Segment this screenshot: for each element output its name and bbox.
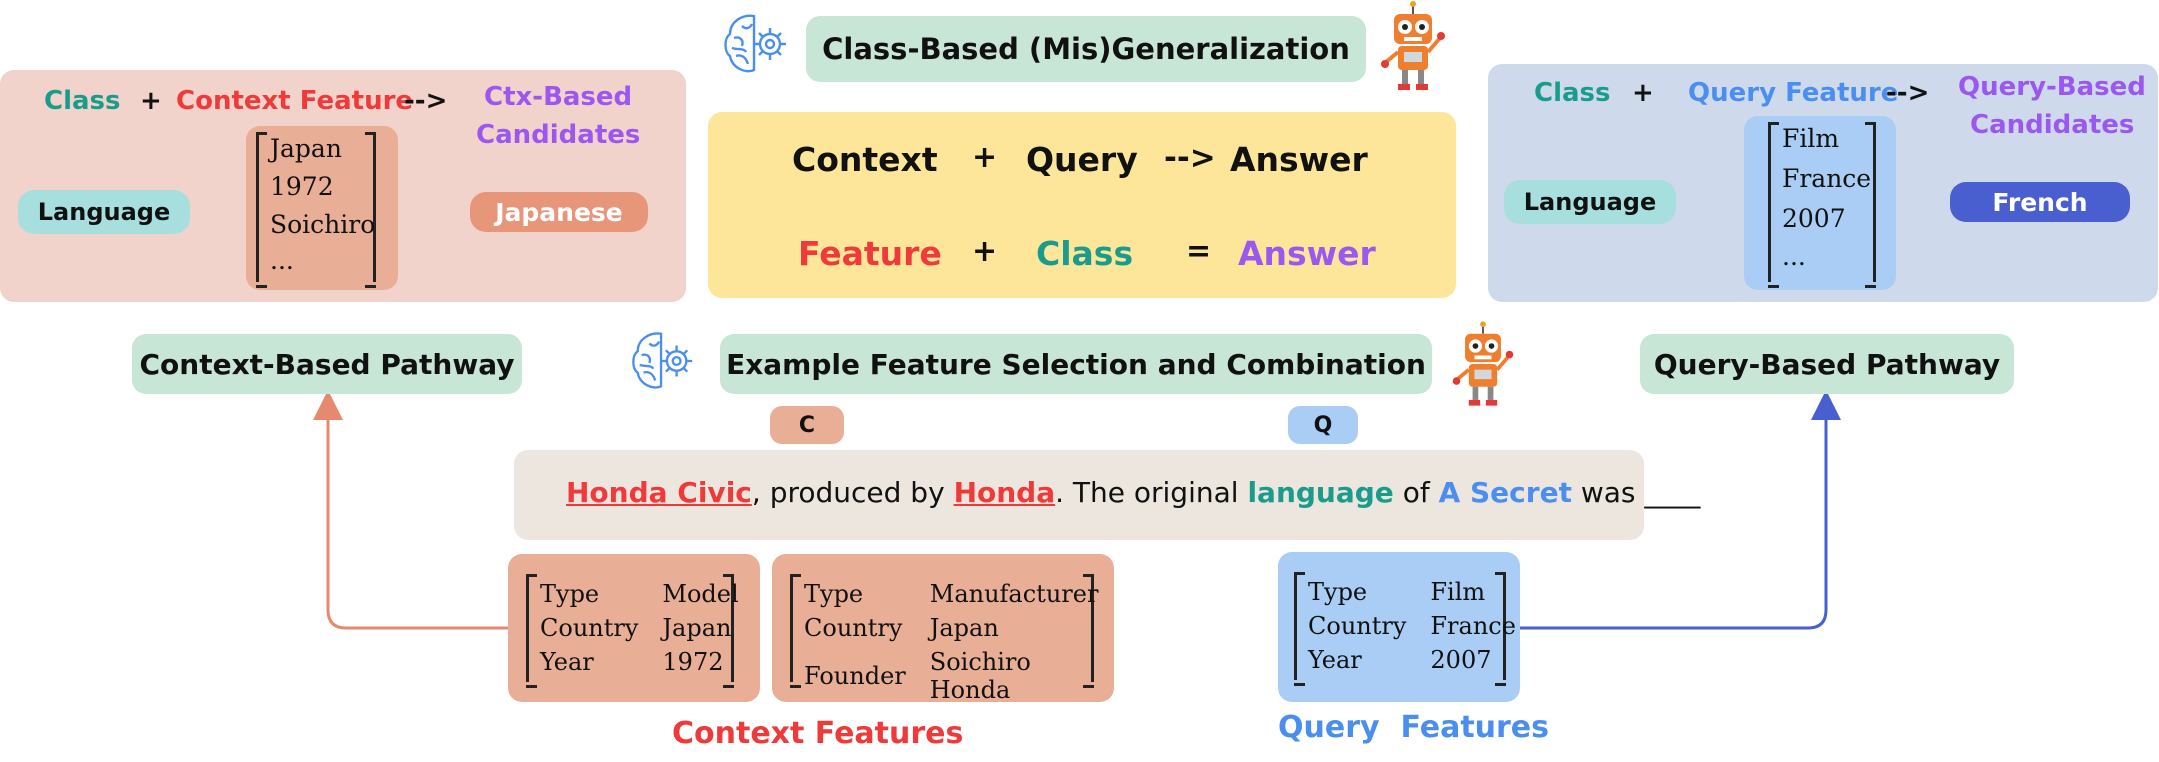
right-matrix-row: 2007 (1782, 204, 1846, 233)
robot-icon (1452, 321, 1514, 406)
left-arrow-text: --> (404, 86, 448, 116)
formula-class: Class (1036, 234, 1134, 273)
left-matrix: Japan 1972 Soichiro ... (256, 132, 376, 288)
query-features-label: Query Features (1278, 710, 1550, 745)
feature-value: Japan (929, 614, 999, 642)
sentence-honda-civic: Honda Civic (566, 476, 752, 509)
feature-value: 1972 (662, 648, 724, 676)
left-plus: + (140, 86, 162, 116)
context-tag-label: C (798, 412, 816, 438)
feature-value: Manufacturer (929, 580, 1099, 608)
film-feature-table: Type Film Country France Year 2007 (1306, 574, 1518, 678)
feature-value: Japan (662, 614, 732, 642)
title-mid-label: Example Feature Selection and Combinatio… (726, 347, 1426, 381)
feature-value: 2007 (1430, 646, 1492, 674)
formula-equals: = (1186, 234, 1212, 269)
formula-plus-1: + (972, 140, 998, 175)
brain-icon (632, 332, 693, 389)
french-answer-label: French (1992, 187, 2088, 217)
title-feature-selection: Example Feature Selection and Combinatio… (720, 334, 1432, 394)
context-tag: C (770, 406, 844, 444)
civic-feature-table: Type Model Country Japan Year 1972 (538, 576, 741, 680)
title-class-based-generalization: Class-Based (Mis)Generalization (806, 16, 1366, 82)
example-sentence: Honda Civic, produced by Honda. The orig… (566, 476, 1700, 509)
formula-context: Context (792, 140, 938, 179)
honda-feature-box (772, 554, 1114, 702)
civic-feature-matrix: Type Model Country Japan Year 1972 (526, 574, 739, 688)
sentence-a-secret: A Secret (1438, 476, 1572, 509)
right-language-pill-label: Language (1523, 188, 1657, 216)
left-context-feature-label: Context Feature (176, 86, 414, 116)
civic-feature-box (508, 554, 760, 702)
right-query-feature-label: Query Feature (1688, 78, 1899, 108)
query-pathway-label: Query-Based Pathway (1653, 347, 2001, 381)
feature-value: Model (662, 580, 739, 608)
query-tag-label: Q (1313, 412, 1333, 438)
left-matrix-row: Japan (270, 134, 342, 163)
left-candidates-line2: Candidates (476, 120, 641, 150)
feature-key: Type (1308, 578, 1368, 606)
example-sentence-box (514, 450, 1644, 540)
left-matrix-row: Soichiro (270, 210, 376, 239)
formula-query: Query (1026, 140, 1138, 179)
left-class-label: Class (44, 86, 121, 116)
left-matrix-box (246, 126, 398, 290)
sentence-part: . The original (1055, 476, 1248, 509)
feature-key: Year (540, 648, 594, 676)
query-based-pathway: Query-Based Pathway (1640, 334, 2014, 394)
feature-key: Country (804, 614, 903, 642)
feature-key: Type (540, 580, 600, 608)
sentence-language: language (1247, 476, 1394, 509)
left-matrix-row: 1972 (270, 172, 334, 201)
right-matrix: Film France 2007 ... (1768, 122, 1876, 288)
right-arrow-text: --> (1886, 78, 1930, 108)
honda-feature-table: Type Manufacturer Country Japan Founder Soi… (802, 576, 1100, 708)
left-language-pill: Language (18, 190, 190, 234)
title-top-label: Class-Based (Mis)Generalization (822, 32, 1350, 66)
sentence-part: of (1393, 476, 1439, 509)
feature-key: Country (1308, 612, 1407, 640)
right-matrix-row: Film (1782, 124, 1840, 153)
film-feature-box (1278, 552, 1520, 702)
formula-feature: Feature (798, 234, 942, 273)
sentence-honda: Honda (953, 476, 1056, 509)
context-pathway-arrow (313, 390, 508, 630)
honda-feature-matrix: Type Manufacturer Country Japan Founder Soi… (790, 574, 1098, 704)
brain-icon (724, 14, 786, 73)
formula-arrow: --> (1164, 140, 1216, 176)
context-based-pathway: Context-Based Pathway (132, 334, 522, 394)
query-pathway-arrow (1520, 390, 1841, 630)
sentence-part: , produced by (751, 476, 954, 509)
right-class-label: Class (1534, 78, 1611, 108)
feature-value: Film (1430, 578, 1486, 606)
right-matrix-row: ... (1782, 242, 1806, 271)
feature-key: Type (804, 580, 864, 608)
sentence-part: was ____ (1571, 476, 1701, 509)
left-matrix-row: ... (270, 246, 294, 275)
right-language-pill: Language (1504, 180, 1676, 224)
feature-key: Founder (804, 662, 906, 690)
french-answer-pill: French (1950, 182, 2130, 222)
query-tag: Q (1288, 406, 1358, 444)
right-candidates-line1: Query-Based (1958, 72, 2146, 102)
right-candidates-line2: Candidates (1970, 110, 2135, 140)
left-candidates-line1: Ctx-Based (484, 82, 633, 112)
right-plus: + (1632, 78, 1654, 108)
feature-key: Country (540, 614, 639, 642)
formula-answer-top: Answer (1230, 140, 1368, 179)
right-matrix-row: France (1782, 164, 1872, 193)
japanese-answer-label: Japanese (495, 197, 623, 227)
formula-plus-2: + (972, 234, 998, 269)
feature-value: France (1430, 612, 1516, 640)
film-feature-matrix: Type Film Country France Year 2007 (1294, 572, 1516, 686)
feature-key: Year (1308, 646, 1362, 674)
formula-answer-bottom: Answer (1238, 234, 1376, 273)
japanese-answer-pill: Japanese (470, 192, 648, 232)
robot-icon (1381, 1, 1445, 90)
formula-box (708, 112, 1456, 298)
left-language-pill-label: Language (37, 198, 171, 226)
context-pathway-label: Context-Based Pathway (139, 347, 515, 381)
feature-value: Soichiro Honda (929, 648, 1031, 704)
context-features-label: Context Features (672, 716, 964, 751)
